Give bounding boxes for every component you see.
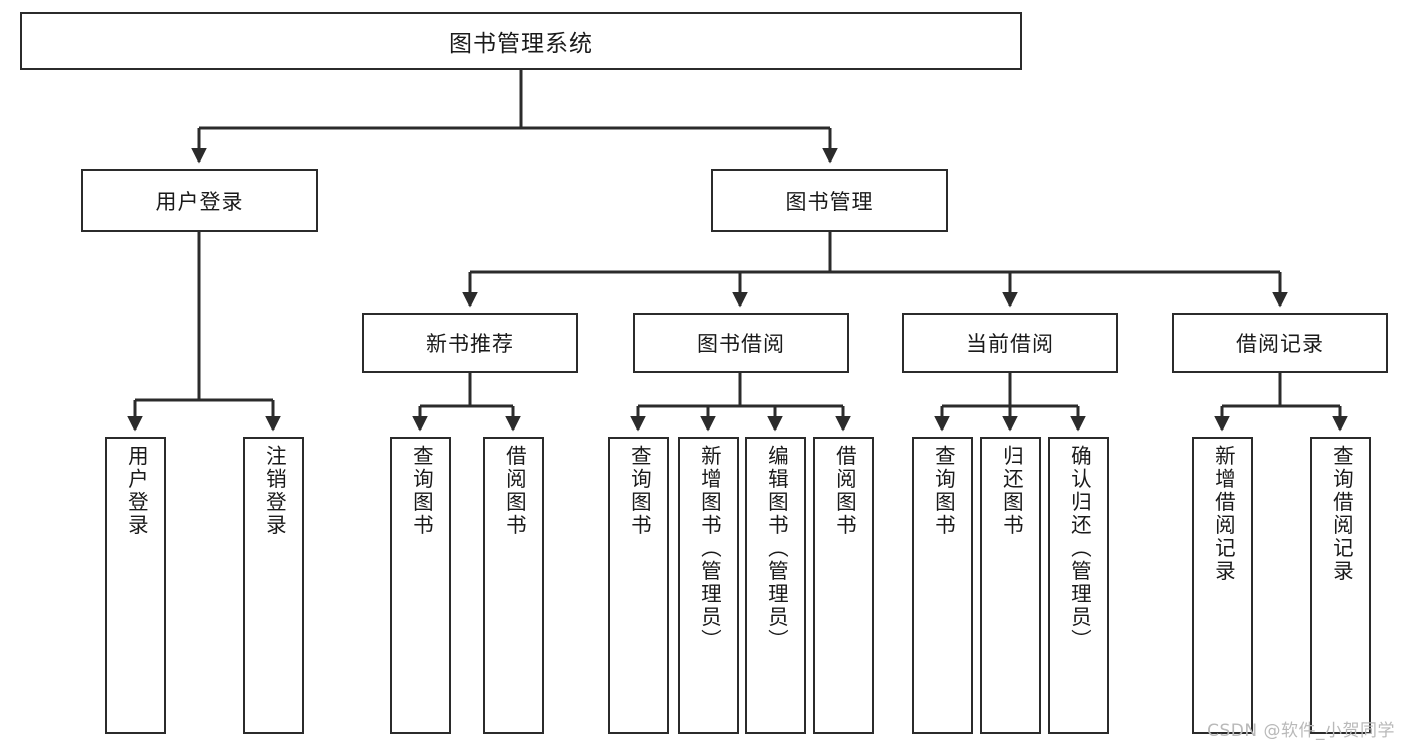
- node-label: 查询图书: [931, 445, 956, 537]
- node-label: 用户登录: [155, 189, 244, 214]
- leaf-query-borrowing-record[interactable]: 查询借阅记录: [1310, 437, 1371, 734]
- leaf-user-logout[interactable]: 注销登录: [243, 437, 304, 734]
- node-label: 新书推荐: [426, 332, 514, 356]
- node-label: 用户登录: [124, 445, 149, 537]
- leaf-user-login[interactable]: 用户登录: [105, 437, 166, 734]
- leaf-return-book[interactable]: 归还图书: [980, 437, 1041, 734]
- node-label: 编辑图书（管理员）: [764, 445, 789, 652]
- node-label: 注销登录: [262, 445, 287, 537]
- node-label: 确认归还（管理员）: [1067, 445, 1092, 652]
- leaf-add-book-admin[interactable]: 新增图书（管理员）: [678, 437, 739, 734]
- csdn-watermark: CSDN @软件_小贺同学: [1207, 721, 1395, 741]
- node-label: 借阅图书: [502, 445, 527, 537]
- node-label: 新增图书（管理员）: [697, 445, 722, 652]
- node-label: 查询借阅记录: [1329, 445, 1354, 583]
- node-label: 借阅图书: [832, 445, 857, 537]
- node-user-login[interactable]: 用户登录: [81, 169, 318, 232]
- leaf-borrow-book[interactable]: 借阅图书: [813, 437, 874, 734]
- node-label: 当前借阅: [966, 332, 1054, 356]
- node-borrowing-record[interactable]: 借阅记录: [1172, 313, 1388, 373]
- leaf-recommendation-query-book[interactable]: 查询图书: [390, 437, 451, 734]
- leaf-confirm-return-admin[interactable]: 确认归还（管理员）: [1048, 437, 1109, 734]
- node-book-borrowing[interactable]: 图书借阅: [633, 313, 849, 373]
- node-label: 新增借阅记录: [1211, 445, 1236, 583]
- node-label: 归还图书: [999, 445, 1024, 537]
- node-label: 图书借阅: [697, 332, 785, 356]
- leaf-add-borrowing-record[interactable]: 新增借阅记录: [1192, 437, 1253, 734]
- node-label: 借阅记录: [1236, 332, 1324, 356]
- leaf-edit-book-admin[interactable]: 编辑图书（管理员）: [745, 437, 806, 734]
- node-book-management[interactable]: 图书管理: [711, 169, 948, 232]
- node-root-system[interactable]: 图书管理系统: [20, 12, 1022, 70]
- leaf-borrowing-query-book[interactable]: 查询图书: [608, 437, 669, 734]
- node-label: 图书管理系统: [449, 31, 593, 57]
- node-current-borrowing[interactable]: 当前借阅: [902, 313, 1118, 373]
- node-new-book-recommendation[interactable]: 新书推荐: [362, 313, 578, 373]
- node-label: 查询图书: [627, 445, 652, 537]
- node-label: 图书管理: [785, 189, 874, 214]
- leaf-current-query-book[interactable]: 查询图书: [912, 437, 973, 734]
- node-label: 查询图书: [409, 445, 434, 537]
- leaf-recommendation-borrow-book[interactable]: 借阅图书: [483, 437, 544, 734]
